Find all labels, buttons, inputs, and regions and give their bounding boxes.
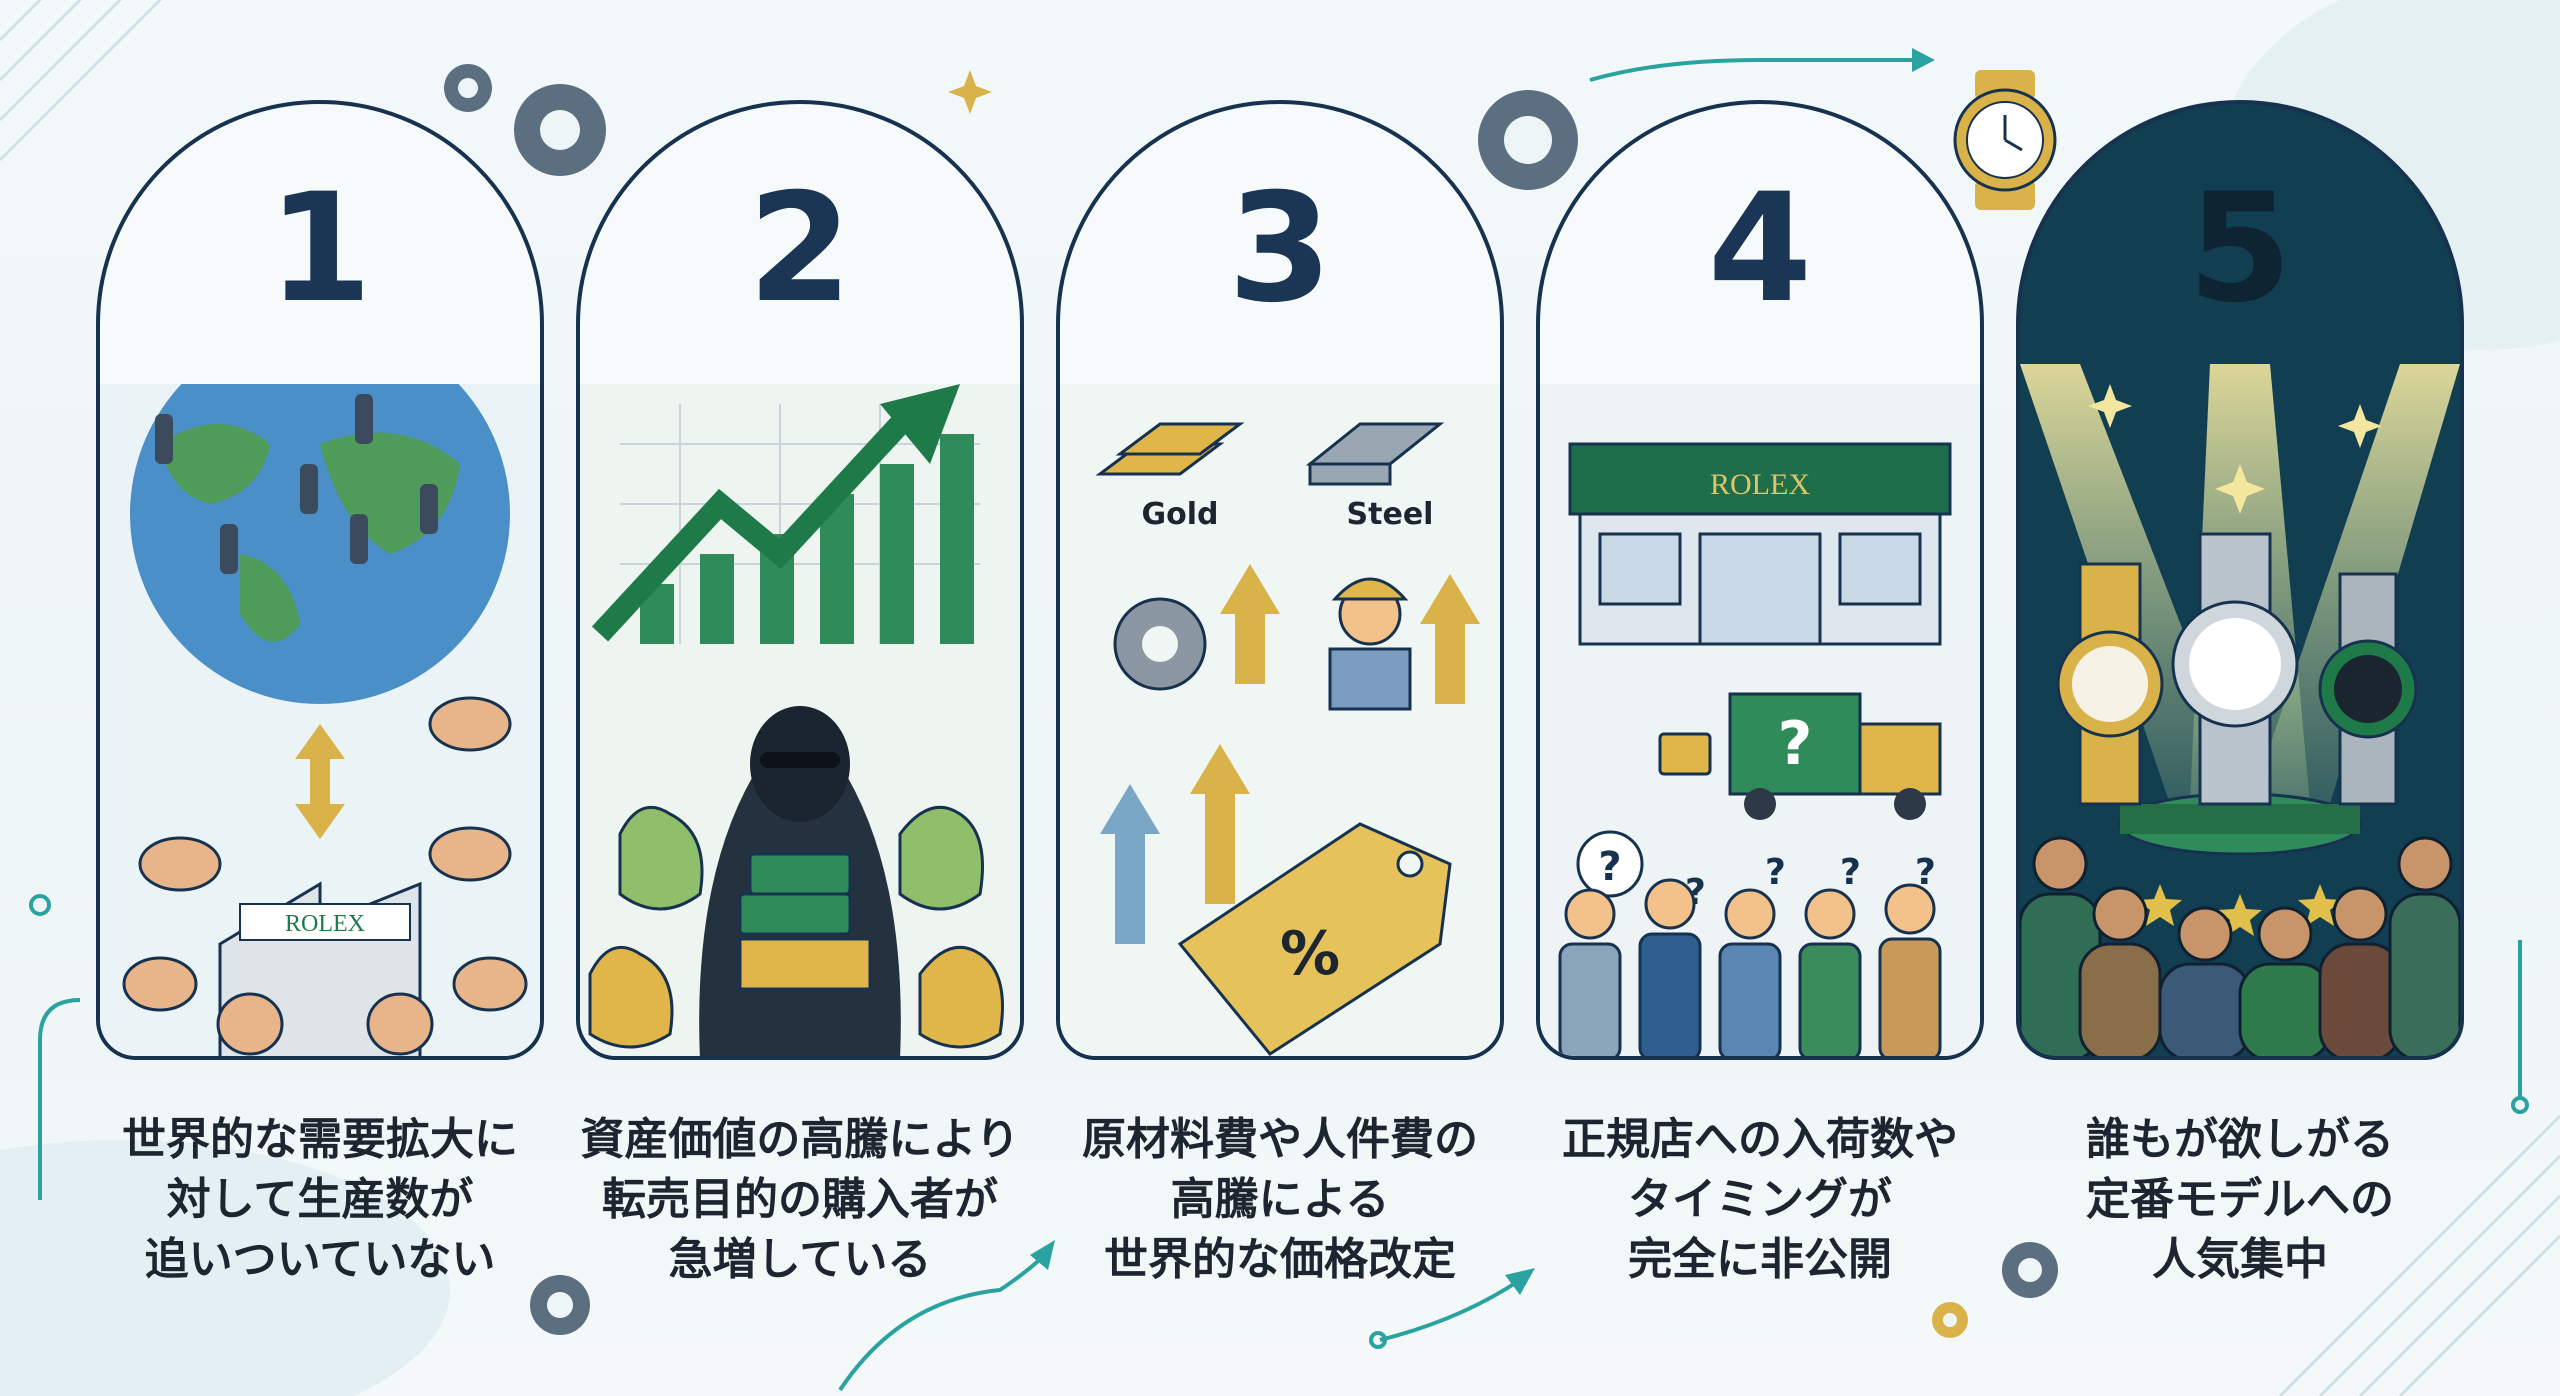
step-number: 4 [1707, 162, 1813, 336]
step-number: 3 [1227, 162, 1333, 336]
step-card-5: 5 [2016, 100, 2464, 1060]
svg-text:?: ? [1915, 852, 1936, 893]
globe-demand-illustration: ROLEX [100, 384, 540, 1056]
step-card-4: 4 ROLEX ? ? ???? [1536, 100, 1984, 1060]
resale-speculator-illustration [580, 384, 1020, 1056]
step-number: 5 [2187, 162, 2293, 336]
svg-text:?: ? [1765, 852, 1786, 893]
gold-label: Gold [1142, 497, 1219, 532]
rolex-store-sign: ROLEX [1710, 468, 1810, 501]
store-allocation-illustration: ROLEX ? ? ???? [1540, 384, 1980, 1056]
step-caption-3: 原材料費や人件費の 高騰による 世界的な価格改定 [1082, 1114, 1478, 1285]
step-caption-4: 正規店への入荷数や タイミングが 完全に非公開 [1562, 1114, 1958, 1285]
steel-label: Steel [1347, 497, 1434, 532]
svg-text:%: % [1280, 919, 1340, 989]
step-caption-1: 世界的な需要拡大に 対して生産数が 追いついていない [122, 1114, 518, 1285]
step-card-2: 2 [576, 100, 1024, 1060]
cost-increase-illustration: Gold Steel % [1060, 384, 1500, 1056]
step-number: 2 [747, 162, 853, 336]
step-caption-2: 資産価値の高騰により 転売目的の購入者が 急増している [580, 1114, 1020, 1285]
rolex-factory-sign: ROLEX [285, 911, 365, 937]
svg-text:?: ? [1778, 709, 1813, 779]
step-card-1: 1 ROLEX [96, 100, 544, 1060]
svg-text:?: ? [1598, 844, 1621, 890]
step-card-3: 3 Gold Steel % [1056, 100, 1504, 1060]
popular-models-illustration [2020, 104, 2460, 1056]
svg-text:?: ? [1840, 852, 1861, 893]
step-number: 1 [267, 162, 373, 336]
step-caption-5: 誰もが欲しがる 定番モデルへの 人気集中 [2086, 1114, 2394, 1285]
